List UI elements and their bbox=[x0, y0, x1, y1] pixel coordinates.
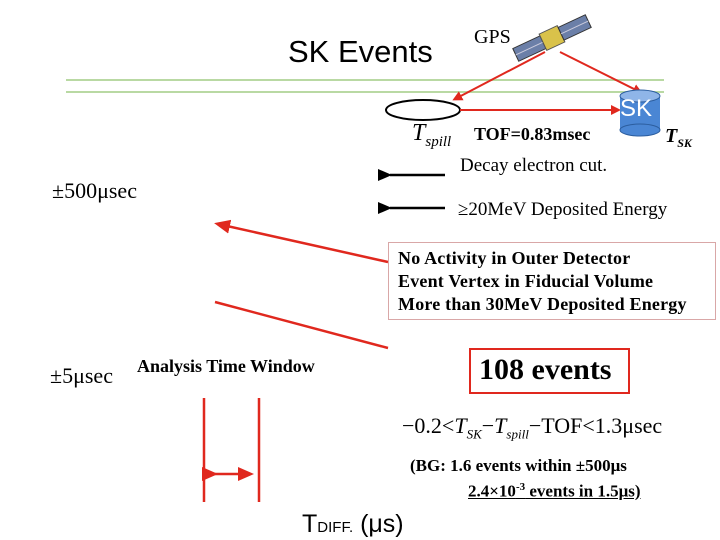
beam-line bbox=[66, 79, 664, 93]
events-count: 108 events bbox=[479, 353, 612, 386]
energy-20-label: ≥20MeV Deposited Energy bbox=[458, 199, 668, 220]
window-500-label: ±500μsec bbox=[52, 178, 137, 203]
tspill-label: Tspill bbox=[412, 120, 452, 150]
background-line-2: 2.4×10-3 events in 1.5μs) bbox=[468, 481, 641, 501]
beam-spill-ellipse bbox=[385, 99, 461, 121]
background-line-1: (BG: 1.6 events within ±500μs bbox=[410, 456, 627, 475]
window-5-label: ±5μsec bbox=[50, 363, 113, 388]
sk-label: SK bbox=[620, 95, 653, 122]
cut-outer-detector: No Activity in Outer Detector bbox=[398, 248, 631, 268]
timing-condition: −0.2<TSK−Tspill−TOF<1.3μsec bbox=[402, 413, 663, 442]
funnel-line-lower bbox=[214, 300, 389, 350]
satellite-icon bbox=[512, 14, 592, 62]
decay-cut-label: Decay electron cut. bbox=[460, 155, 608, 176]
tdiff-axis-label: TDIFF. (μs) bbox=[302, 510, 404, 538]
tsk-label: TSK bbox=[665, 125, 692, 150]
cut-fiducial-volume: Event Vertex in Fiducial Volume bbox=[398, 271, 654, 291]
tof-label: TOF=0.83msec bbox=[474, 124, 591, 144]
funnel-line-upper bbox=[214, 219, 389, 264]
diagram-title: SK Events bbox=[288, 34, 433, 69]
gps-line-right bbox=[559, 51, 643, 94]
analysis-window-label: Analysis Time Window bbox=[137, 356, 315, 376]
events-box bbox=[469, 348, 630, 394]
gps-line-left bbox=[452, 51, 546, 101]
sk-tank bbox=[619, 89, 661, 137]
cut-energy-30: More than 30MeV Deposited Energy bbox=[398, 294, 687, 314]
cuts-box bbox=[388, 242, 716, 320]
gps-label: GPS bbox=[474, 26, 511, 48]
